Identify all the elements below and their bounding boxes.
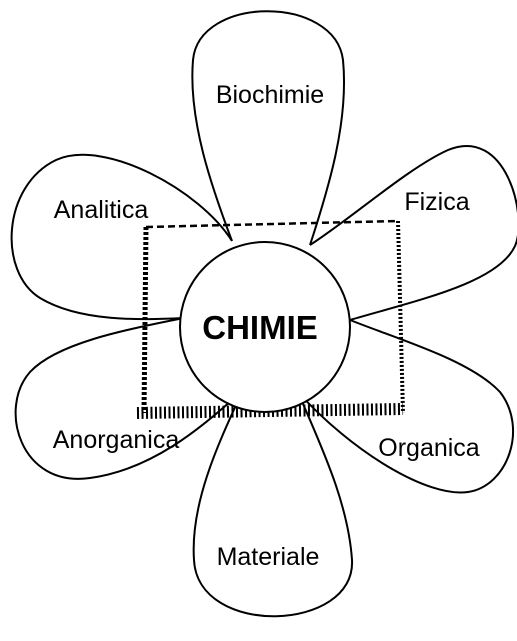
petal-analitica — [10, 153, 233, 321]
dotted-frame — [136, 219, 405, 419]
petal-organica — [297, 319, 515, 494]
petal-label-materiale: Materiale — [217, 543, 320, 571]
frame-bottom-edge — [136, 403, 404, 419]
frame-right-edge — [396, 220, 405, 414]
center-label: CHIMIE — [202, 309, 318, 346]
petal-label-anorganica: Anorganica — [53, 426, 180, 454]
petal-materiale — [192, 389, 354, 618]
petal-label-fizica: Fizica — [404, 188, 469, 216]
petals — [10, 10, 517, 618]
petal-biochimie — [191, 10, 346, 246]
center-circle — [179, 241, 351, 413]
frame-top-edge — [145, 219, 399, 229]
petal-label-biochimie: Biochimie — [216, 81, 324, 109]
petal-label-organica: Organica — [378, 434, 480, 462]
petal-fizica — [309, 145, 517, 321]
petal-label-analitica: Analitica — [54, 196, 149, 224]
frame-left-edge — [141, 226, 149, 414]
